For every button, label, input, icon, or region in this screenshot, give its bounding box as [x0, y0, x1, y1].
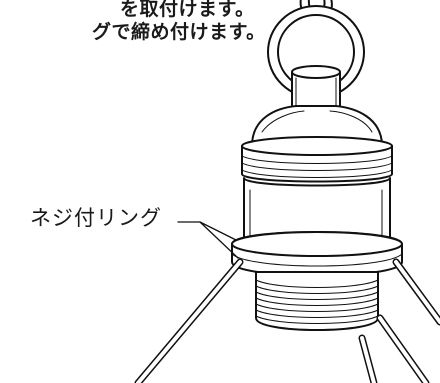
threaded-ring — [231, 231, 403, 277]
lower-thread-neck — [255, 271, 379, 331]
socket-dome — [251, 105, 383, 147]
shade-frame-legs — [134, 258, 440, 383]
instruction-line-1: を取付けます。 — [120, 0, 255, 20]
threaded-ring-label: ネジ付リング — [30, 206, 162, 230]
callout-leader-lines — [177, 221, 239, 259]
upper-thread-band — [241, 136, 393, 183]
instruction-line-2: グで締め付けます。 — [92, 21, 266, 43]
socket-top-cap — [291, 65, 341, 115]
